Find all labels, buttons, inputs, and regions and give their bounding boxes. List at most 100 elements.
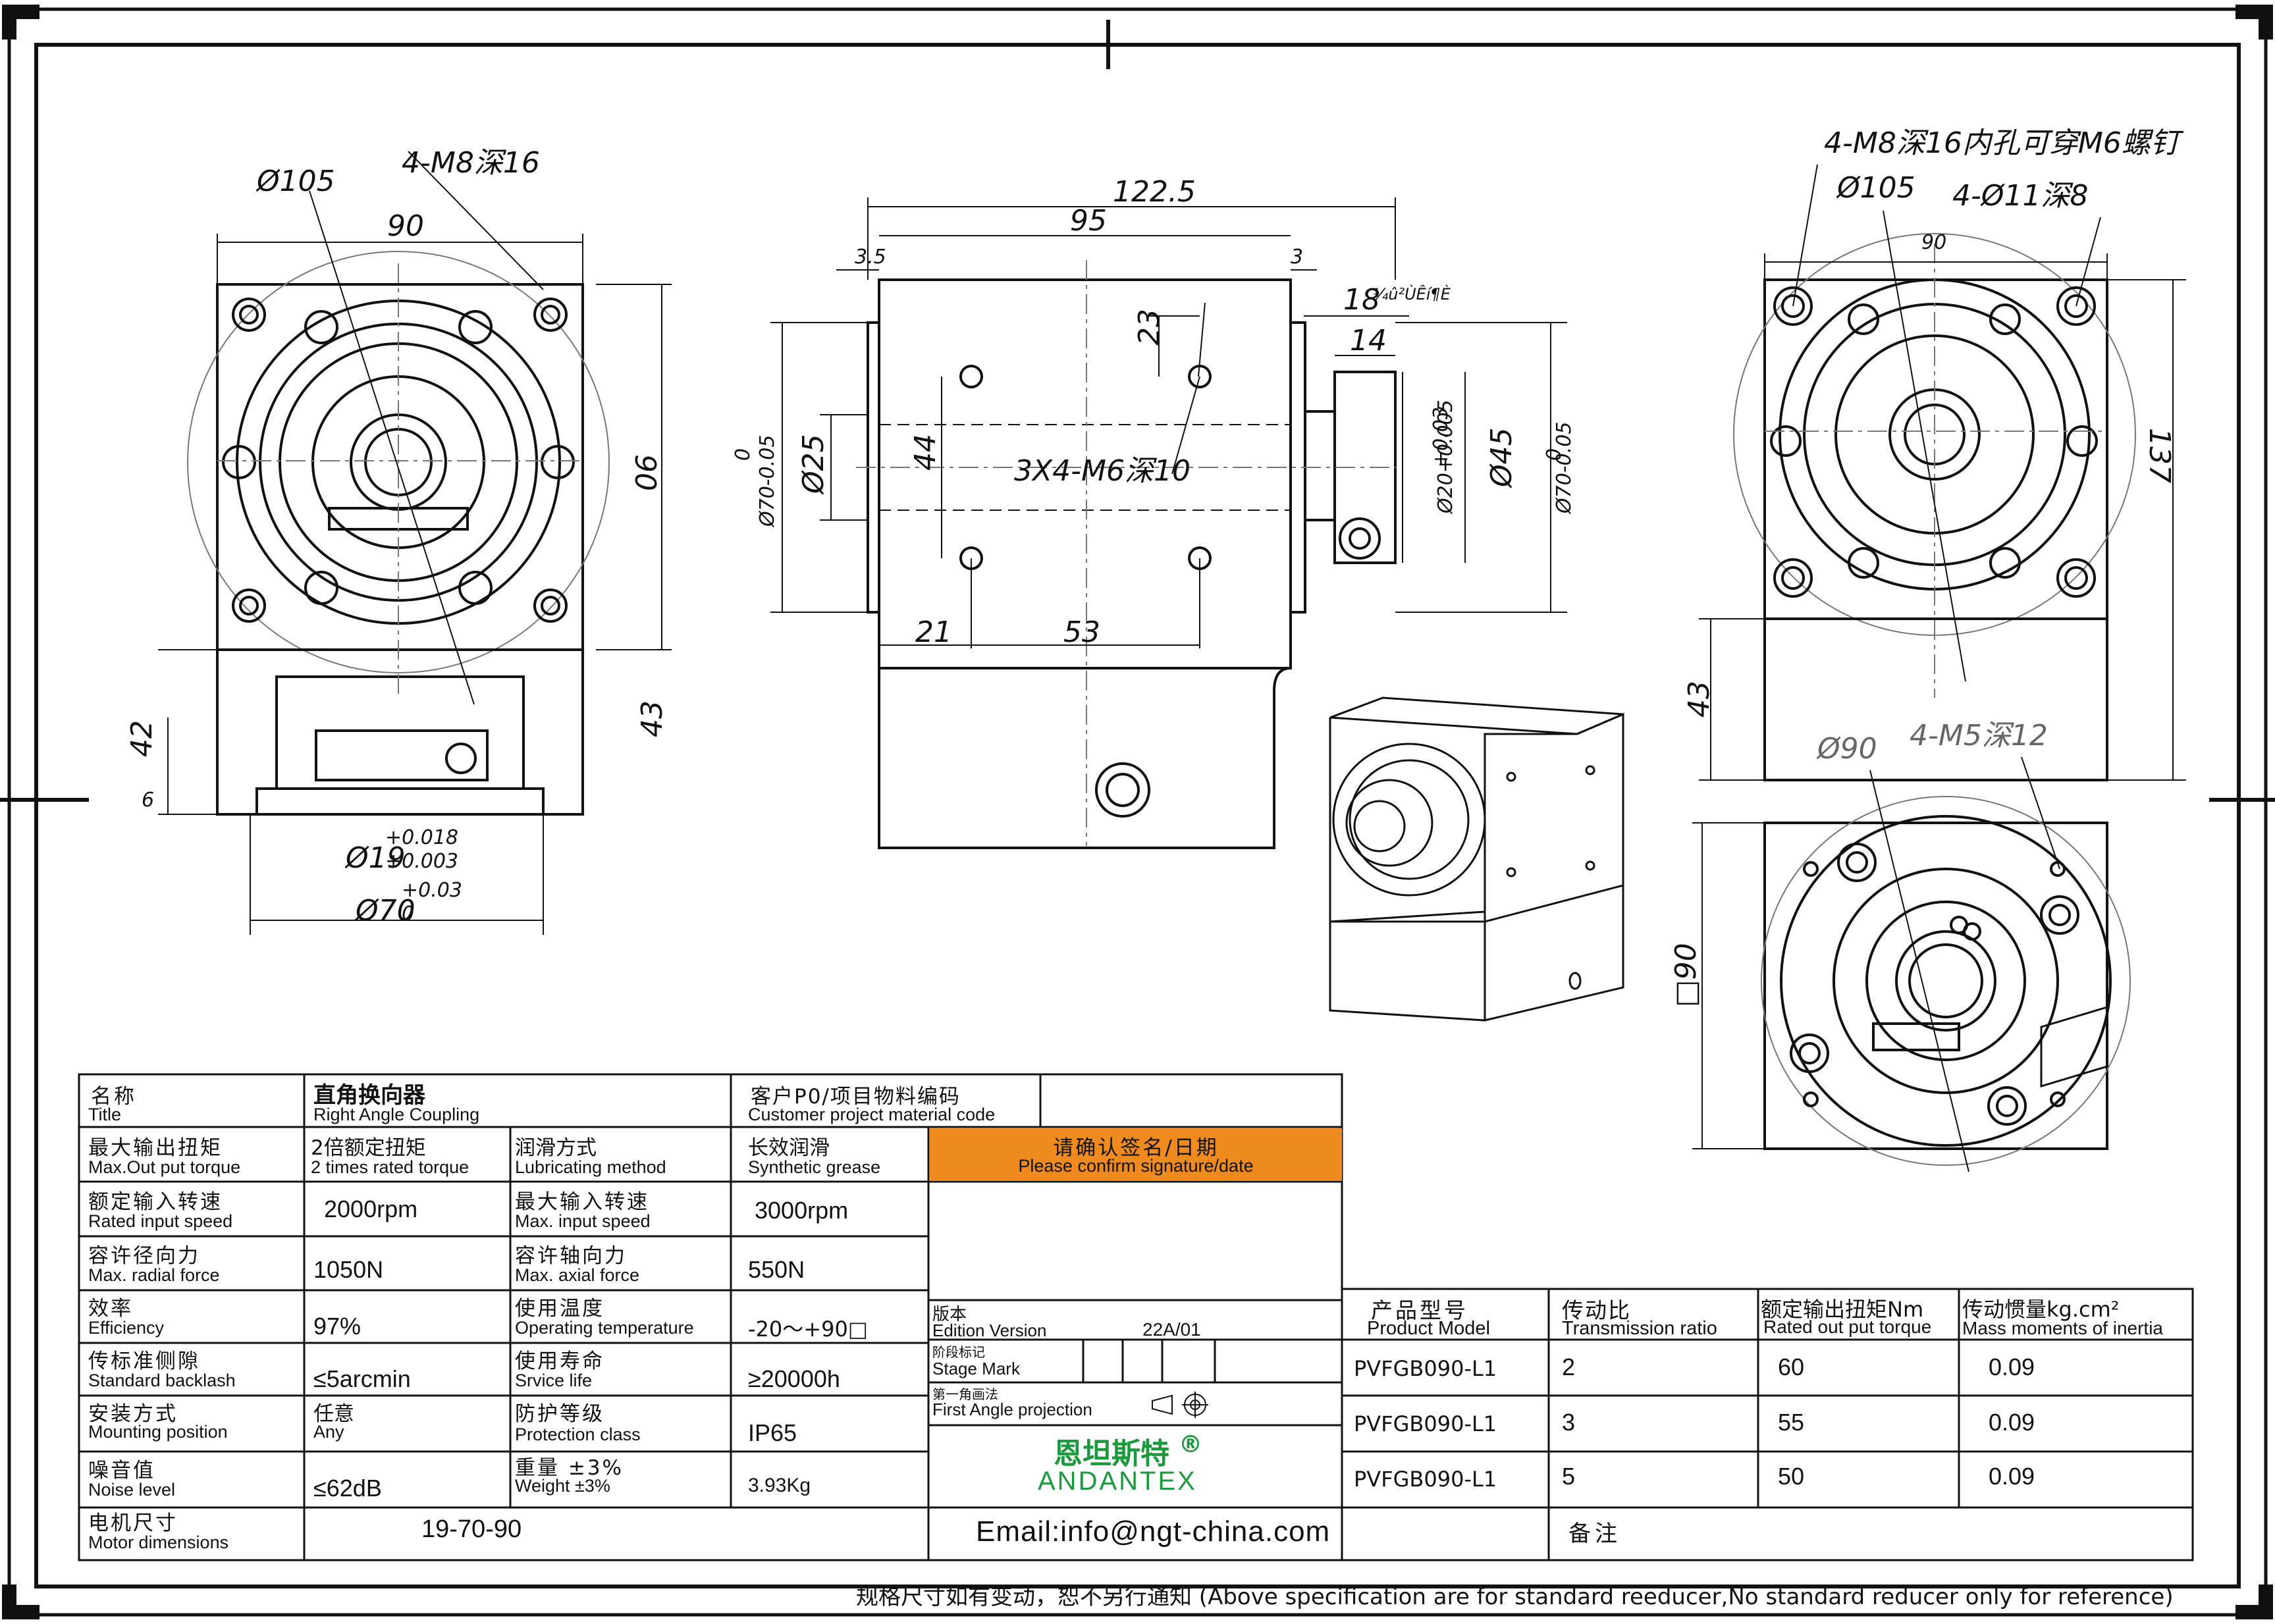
label-weight-zh: 重量 ±3% (515, 1456, 624, 1480)
spec-row-3-inertia: 0.09 (1989, 1463, 2035, 1490)
spec-row-3-ratio: 5 (1562, 1463, 1576, 1490)
drawing-frame (0, 5, 2275, 1619)
confirm-signature-en: Please confirm signature/date (1018, 1156, 1254, 1176)
label-motor-dims-zh: 电机尺寸 (88, 1511, 178, 1535)
title-block: 名称 Title 直角换向器 Right Angle Coupling 客户P0… (79, 1074, 2193, 1560)
value-motor-dims: 19-70-90 (421, 1515, 522, 1543)
dim-left-bolt: 4-M8深16 (402, 146, 540, 180)
spec-row-3-torque: 50 (1778, 1463, 1805, 1490)
dim-mid-spigot-right: Ø70-0.05 (1553, 422, 1576, 515)
label-rated-speed-en: Rated input speed (88, 1211, 233, 1231)
middle-view (770, 197, 1567, 849)
label-service-life-en: Srvice life (515, 1371, 593, 1390)
value-radial-force: 1050N (313, 1256, 384, 1283)
header-torque-zh: 额定输出扭矩Nm (1761, 1297, 1924, 1322)
label-protection-zh: 防护等级 (515, 1402, 604, 1426)
dim-right-height: 137 (2143, 428, 2176, 483)
dim-left-width: 90 (387, 209, 424, 243)
label-radial-force-zh: 容许径向力 (88, 1244, 200, 1268)
label-backlash-zh: 传标准侧隙 (88, 1349, 200, 1373)
label-efficiency-en: Efficiency (88, 1318, 165, 1338)
dim-mid-18: 18 (1343, 283, 1380, 317)
spec-row-2-inertia: 0.09 (1989, 1409, 2035, 1436)
value-protection: IP65 (748, 1419, 797, 1446)
label-mounting-zh: 安装方式 (88, 1402, 178, 1426)
value-max-speed: 3000rpm (755, 1197, 849, 1224)
label-edition-zh: 版本 (932, 1305, 967, 1324)
value-rated-speed: 2000rpm (324, 1195, 418, 1222)
label-efficiency-zh: 效率 (88, 1297, 133, 1321)
dim-left-pilot-low: 0 (402, 903, 414, 926)
value-temperature: -20〜+90□ (748, 1317, 869, 1342)
spec-row-2-ratio: 3 (1562, 1409, 1576, 1436)
spec-row-1-model: PVFGB090-L1 (1354, 1356, 1497, 1381)
value-max-torque-zh: 2倍额定扭矩 (311, 1136, 426, 1160)
spec-row-1-ratio: 2 (1562, 1353, 1576, 1380)
dim-left-43: 43 (635, 700, 669, 737)
label-remark: 备注 (1568, 1521, 1621, 1547)
value-edition: 22A/01 (1142, 1319, 1201, 1340)
isometric-view (1329, 696, 1624, 1022)
dim-mid-spigot-right-zero: 0 (1543, 448, 1566, 461)
label-title-en: Title (88, 1105, 122, 1124)
dim-mid-18-note: ¼û²ÙÊí¶È (1373, 284, 1451, 303)
dim-left-pcd: Ø105 (255, 165, 335, 198)
header-torque-en: Rated out put torque (1763, 1317, 1932, 1337)
label-projection-en: First Angle projection (932, 1400, 1092, 1419)
label-max-speed-en: Max. input speed (515, 1211, 651, 1231)
dim-left-pilot: Ø70 (354, 894, 415, 928)
value-mounting-en: Any (313, 1422, 344, 1442)
dim-mid-21: 21 (915, 616, 952, 649)
dim-mid-right-gap: 3 (1291, 246, 1303, 269)
confirm-signature-zh: 请确认签名/日期 (1053, 1136, 1219, 1160)
value-lubrication-en: Synthetic grease (748, 1157, 881, 1177)
header-product-model-en: Product Model (1367, 1318, 1490, 1339)
dim-mid-bore: Ø25 (797, 434, 830, 495)
logo-registered-mark: ® (1179, 1431, 1202, 1458)
label-max-torque-en: Max.Out put torque (88, 1157, 241, 1177)
dim-right-bottom-pcd: Ø90 (1816, 732, 1877, 766)
dim-mid-14: 14 (1350, 324, 1387, 357)
label-max-speed-zh: 最大输入转速 (515, 1190, 649, 1214)
dim-left-shaft-up: +0.018 (385, 826, 458, 849)
dim-mid-44: 44 (909, 434, 942, 471)
label-lubrication-en: Lubricating method (515, 1157, 666, 1177)
dim-right-bottom-holes: 4-M5深12 (1910, 719, 2048, 752)
contact-email[interactable]: Email:info@ngt-china.com (976, 1515, 1331, 1548)
dim-left-6: 6 (142, 789, 154, 812)
label-mounting-en: Mounting position (88, 1422, 228, 1442)
right-view (1692, 164, 2186, 1172)
left-view-dims: Ø105 4-M8深16 90 90 43 42 6 Ø19 +0.018 +0… (125, 146, 669, 928)
dim-left-shaft: Ø19 (344, 841, 406, 875)
label-stage-en: Stage Mark (932, 1359, 1020, 1378)
label-temperature-en: Operating temperature (515, 1318, 694, 1338)
footer-note-text: 规格尺寸如有变动，恕不另行通知 (Above specification are… (856, 1584, 2174, 1610)
spec-row-2-torque: 55 (1778, 1409, 1805, 1436)
dim-right-width: 90 (1921, 231, 1946, 254)
header-inertia-en: Mass moments of inertia (1962, 1318, 2163, 1338)
label-material-code-en: Customer project material code (748, 1105, 996, 1124)
dim-right-holes: 4-Ø11深8 (1952, 179, 2089, 213)
label-radial-force-en: Max. radial force (88, 1265, 220, 1285)
label-rated-speed-zh: 额定输入转速 (88, 1190, 223, 1214)
spec-row-1-torque: 60 (1778, 1353, 1805, 1380)
dim-right-bolt: 4-M8深16内孔可穿M6螺钉 (1824, 126, 2184, 160)
label-projection-zh: 第一角画法 (932, 1386, 998, 1402)
confirm-signature-box: 请确认签名/日期 Please confirm signature/date (930, 1128, 1342, 1181)
left-view (158, 151, 672, 935)
dim-mid-left-gap: 3.5 (855, 246, 886, 269)
dim-mid-shaft-right-tol: +0.03 (1430, 407, 1453, 467)
dim-mid-holes: 3X4-M6深10 (1014, 454, 1191, 488)
value-axial-force: 550N (748, 1256, 805, 1283)
header-ratio-zh: 传动比 (1562, 1297, 1631, 1323)
label-temperature-zh: 使用温度 (515, 1297, 604, 1321)
label-axial-force-zh: 容许轴向力 (515, 1244, 627, 1268)
dim-right-43: 43 (1682, 681, 1716, 718)
dim-right-pcd: Ø105 (1836, 171, 1915, 205)
label-protection-en: Protection class (515, 1425, 641, 1444)
label-max-torque-zh: 最大输出扭矩 (88, 1136, 223, 1160)
dim-mid-hub-right: Ø45 (1485, 427, 1518, 488)
label-lubrication-zh: 润滑方式 (515, 1136, 597, 1160)
